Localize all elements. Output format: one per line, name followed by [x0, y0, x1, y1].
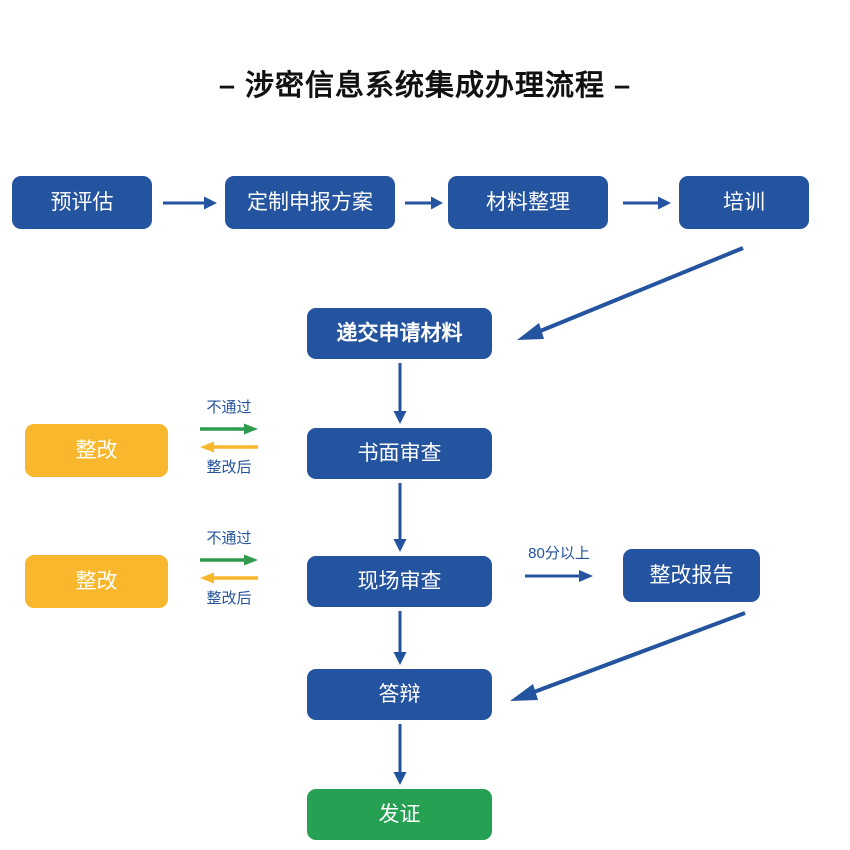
loop-arrows-2 — [200, 554, 258, 583]
node-label: 预评估 — [50, 191, 114, 214]
loop-group-written-review: 不通过 整改后 — [190, 399, 268, 476]
arrow-right-icon — [200, 554, 258, 565]
node-label: 现场审查 — [357, 570, 442, 593]
loop-fail-label: 不通过 — [206, 399, 252, 416]
arrow-down-icon — [393, 611, 407, 665]
arrow-diagonal-down-left-icon — [517, 246, 744, 340]
node-training[interactable]: 培训 — [679, 176, 809, 229]
page-title: – 涉密信息系统集成办理流程 – — [218, 70, 632, 102]
node-label: 递交申请材料 — [336, 322, 463, 345]
node-rectification-report[interactable]: 整改报告 — [623, 549, 760, 602]
score-branch-group: 80分以上 — [516, 545, 602, 585]
node-pre-assessment[interactable]: 预评估 — [12, 176, 152, 229]
loop-arrows-1 — [200, 423, 258, 452]
arrow-left-icon — [200, 441, 258, 452]
node-onsite-review[interactable]: 现场审查 — [307, 556, 492, 607]
loop-return-label: 整改后 — [206, 589, 252, 607]
score-threshold-label: 80分以上 — [528, 545, 590, 562]
arrow-diagonal-down-left-icon — [510, 611, 746, 701]
node-label: 答辩 — [378, 683, 421, 706]
node-written-review[interactable]: 书面审查 — [307, 428, 492, 479]
node-label: 发证 — [378, 803, 421, 826]
node-label: 材料整理 — [486, 191, 570, 214]
node-label: 培训 — [723, 191, 765, 214]
loop-return-label: 整改后 — [206, 458, 252, 476]
node-rectification-2[interactable]: 整改 — [25, 555, 168, 608]
node-label: 整改报告 — [649, 564, 734, 587]
loop-group-onsite-review: 不通过 整改后 — [190, 530, 268, 607]
arrow-right-icon — [525, 569, 593, 582]
arrow-left-icon — [200, 572, 258, 583]
node-custom-application-plan[interactable]: 定制申报方案 — [225, 176, 395, 229]
node-label: 整改 — [75, 570, 118, 593]
node-defense[interactable]: 答辩 — [307, 669, 492, 720]
arrow-right-icon — [623, 196, 671, 210]
loop-fail-label: 不通过 — [206, 530, 252, 547]
arrow-down-icon — [393, 483, 407, 552]
node-label: 整改 — [75, 439, 118, 462]
arrow-down-icon — [393, 363, 407, 424]
node-label: 定制申报方案 — [247, 191, 373, 214]
node-rectification-1[interactable]: 整改 — [25, 424, 168, 477]
node-label: 书面审查 — [357, 442, 442, 465]
node-material-organization[interactable]: 材料整理 — [448, 176, 608, 229]
node-submit-application-materials[interactable]: 递交申请材料 — [307, 308, 492, 359]
arrow-right-icon — [200, 423, 258, 434]
arrow-right-icon — [405, 196, 443, 210]
arrow-down-icon — [393, 724, 407, 785]
node-issue-certificate[interactable]: 发证 — [307, 789, 492, 840]
arrow-right-icon — [163, 196, 217, 210]
